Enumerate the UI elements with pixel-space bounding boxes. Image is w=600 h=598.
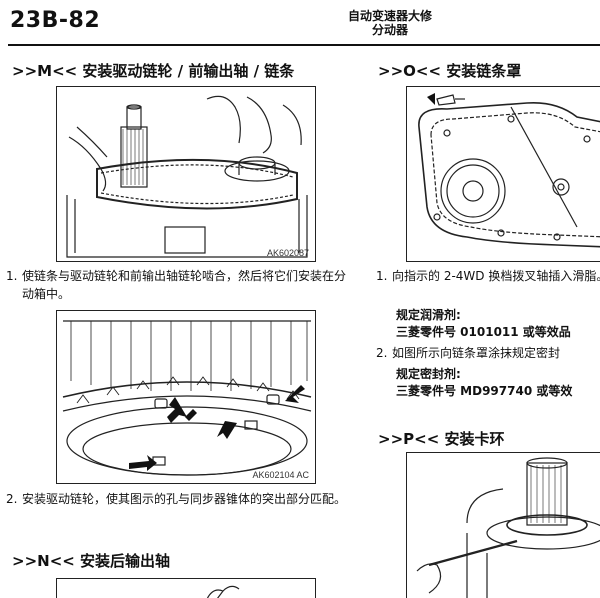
left-step-2: 2. 安装驱动链轮，使其图示的孔与同步器锥体的突出部分匹配。 bbox=[6, 490, 354, 508]
right-step-1-text: 向指示的 2-4WD 换档拨叉轴插入滑脂。 bbox=[392, 269, 600, 283]
header-title-line1: 自动变速器大修 bbox=[347, 9, 432, 23]
section-heading-o: >>O<< 安装链条罩 bbox=[378, 62, 522, 80]
spec-lubricant-value: 三菱零件号 0101011 或等效品 bbox=[396, 325, 571, 339]
left-step-1-text: 使链条与驱动链轮和前输出轴链轮啮合，然后将它们安装在分动箱中。 bbox=[22, 269, 347, 301]
figure-rear-output-shaft bbox=[56, 578, 316, 598]
section-heading-m: >>M<< 安装驱动链轮 / 前输出轴 / 链条 bbox=[12, 62, 295, 80]
right-step-1-number: 1. bbox=[376, 269, 388, 283]
right-step-2-number: 2. bbox=[376, 346, 388, 360]
figure-chain-cover bbox=[406, 86, 600, 262]
figure-synchronizer-drawing bbox=[62, 320, 312, 476]
figure-chain-sprocket: AK602087 bbox=[56, 86, 316, 262]
figure1-label: AK602087 bbox=[266, 248, 309, 258]
left-step-1: 1. 使链条与驱动链轮和前输出轴链轮啮合，然后将它们安装在分动箱中。 bbox=[6, 267, 354, 303]
figure-chain-sprocket-drawing bbox=[66, 95, 308, 258]
figure-snap-ring bbox=[406, 452, 600, 598]
figure-snap-ring-drawing bbox=[416, 457, 600, 598]
page-number: 23B-82 bbox=[10, 8, 101, 33]
right-step-1: 1. 向指示的 2-4WD 换档拨叉轴插入滑脂。 bbox=[376, 267, 600, 285]
left-step-1-number: 1. bbox=[6, 269, 18, 283]
header-title: 自动变速器大修 分动器 bbox=[330, 9, 450, 37]
right-step-2: 2. 如图所示向链条罩涂抹规定密封 bbox=[376, 344, 600, 362]
figure-synchronizer: AK602104 AC bbox=[56, 310, 316, 484]
spec-sealant-value: 三菱零件号 MD997740 或等效 bbox=[396, 384, 573, 398]
header-title-line2: 分动器 bbox=[371, 23, 408, 37]
spec-lubricant-label: 规定润滑剂: bbox=[396, 308, 461, 322]
left-step-2-text: 安装驱动链轮，使其图示的孔与同步器锥体的突出部分匹配。 bbox=[22, 492, 347, 506]
left-step-2-number: 2. bbox=[6, 492, 18, 506]
right-step-2-text: 如图所示向链条罩涂抹规定密封 bbox=[392, 346, 561, 360]
spec-sealant-label: 规定密封剂: bbox=[396, 367, 461, 381]
section-heading-p: >>P<< 安装卡环 bbox=[378, 430, 505, 448]
figure-rear-output-shaft-drawing bbox=[206, 585, 240, 598]
header-rule bbox=[8, 44, 600, 46]
figure-chain-cover-drawing bbox=[418, 93, 600, 248]
figure2-label: AK602104 AC bbox=[252, 470, 309, 480]
section-heading-n: >>N<< 安装后输出轴 bbox=[12, 552, 171, 570]
